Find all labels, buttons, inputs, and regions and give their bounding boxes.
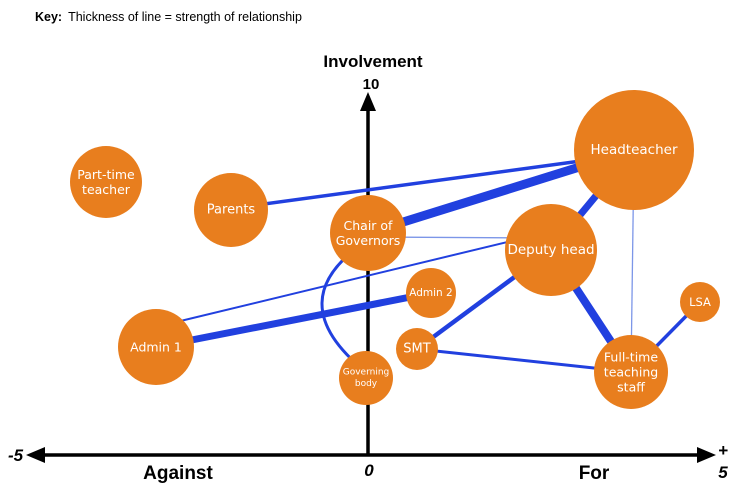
node-admin-2 bbox=[406, 268, 456, 318]
key-text: Thickness of line = strength of relation… bbox=[68, 10, 302, 24]
node-label-admin-2: Admin 2 bbox=[409, 287, 452, 299]
key-label: Key: bbox=[35, 10, 63, 24]
node-deputy-head bbox=[505, 204, 597, 296]
x-axis-max-label: 5 bbox=[718, 463, 728, 482]
y-axis-arrowhead bbox=[360, 92, 376, 111]
edge-parents-headteacher bbox=[234, 153, 626, 210]
x-axis-min-label: -5 bbox=[8, 446, 24, 465]
node-label-admin-1: Admin 1 bbox=[130, 340, 182, 355]
node-chair-of-governors bbox=[330, 195, 406, 271]
x-axis-plus-sign: + bbox=[718, 441, 728, 460]
node-governing-body bbox=[339, 351, 393, 405]
x-axis-right-arrowhead bbox=[697, 447, 716, 463]
node-label-lsa: LSA bbox=[689, 295, 711, 309]
x-axis-for-label: For bbox=[578, 463, 610, 484]
y-axis-title: Involvement bbox=[323, 52, 423, 71]
node-part-time-teacher bbox=[70, 146, 142, 218]
node-label-parents: Parents bbox=[207, 203, 256, 218]
y-axis-max-label: 10 bbox=[362, 76, 380, 93]
node-smt bbox=[396, 328, 438, 370]
edge-admin-1-deputy-head bbox=[167, 236, 529, 325]
edge-admin-1-admin-2 bbox=[155, 289, 432, 351]
legend-key: Key: Thickness of line = strength of rela… bbox=[35, 10, 302, 24]
node-parents bbox=[194, 173, 268, 247]
node-full-time-teaching-staff bbox=[594, 335, 668, 409]
node-label-deputy-head: Deputy head bbox=[507, 242, 594, 258]
x-axis-zero-label: 0 bbox=[364, 461, 374, 480]
node-admin-1 bbox=[118, 309, 194, 385]
x-axis-against-label: Against bbox=[143, 463, 213, 484]
node-headteacher bbox=[574, 90, 694, 210]
node-label-smt: SMT bbox=[403, 342, 430, 357]
x-axis-left-arrowhead bbox=[26, 447, 45, 463]
node-lsa bbox=[680, 282, 720, 322]
node-label-headteacher: Headteacher bbox=[590, 142, 677, 158]
